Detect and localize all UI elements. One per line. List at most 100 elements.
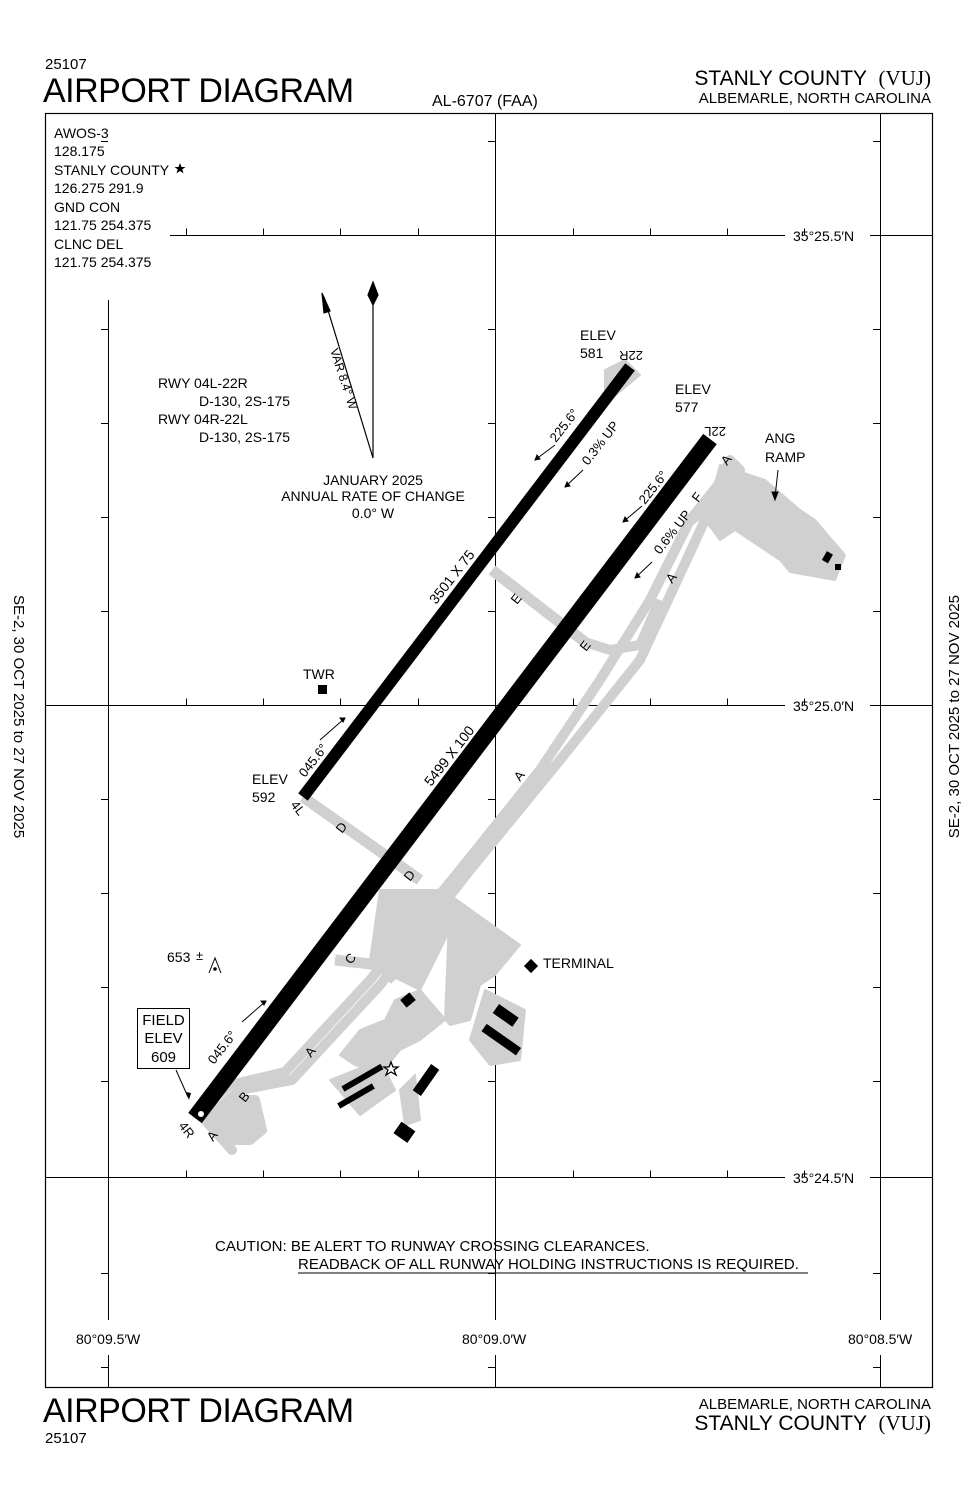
ang-ramp-label-1: ANG [765,430,795,446]
airport-name-header: STANLY COUNTY (VUJ) [694,66,931,91]
arrow-045-4l [319,717,346,741]
grid [45,113,932,1387]
true-north-arrow-icon [367,280,379,307]
hangar [393,1121,416,1143]
taxiway-e-connector [583,597,665,655]
rwy-strength-value-1: D-130, 2S-175 [199,393,290,409]
runway-04r-22l [188,433,717,1124]
frequency-line: 121.75 254.375 [54,254,152,270]
chart-title: AIRPORT DIAGRAM [43,72,354,110]
magnetic-north-arrow-icon [321,292,331,314]
lon-label-08-5: 80°08.5′W [848,1331,913,1347]
hangar [341,1063,384,1092]
magnetic-variation-arrows [321,280,379,459]
rwy-22r-elev: 581 [580,345,604,361]
frequency-line: 128.175 [54,143,105,159]
caution-line-1: CAUTION: BE ALERT TO RUNWAY CROSSING CLE… [215,1238,650,1255]
obstacle-icon [208,956,222,974]
procedure-number: 25107 [45,56,87,73]
frequency-line: CLNC DEL [54,236,123,252]
rwy-22r-elev-label: ELEV [580,327,616,343]
variation-epoch: JANUARY 2025 [323,472,423,488]
frequency-line: 126.275 291.9 [54,180,144,196]
field-elev-label-1: FIELD [142,1012,185,1029]
arrow-head [564,480,571,488]
terminal-label: TERMINAL [543,955,614,971]
taxiway-c [334,954,399,984]
obstacle-height: 653 [167,949,191,965]
ctaf-star-icon [174,163,186,174]
hangar [481,1023,522,1056]
grid-ticks [101,141,880,1368]
rwy-strength-rwy-1: RWY 04L-22R [158,375,248,391]
airport-name: STANLY COUNTY [694,1412,867,1435]
ang-ramp [704,464,846,581]
rwy-strength-rwy-2: RWY 04R-22L [158,411,248,427]
frequency-line: AWOS-3 [54,125,109,141]
ang-ramp-label-2: RAMP [765,449,805,465]
tower-label: TWR [303,666,335,682]
lat-label-25-0: 35°25.0′N [793,698,854,714]
field-elev-box [137,1008,190,1069]
rwy-22l-end-label: 22L [704,424,726,439]
arrow-head [634,571,641,579]
runways [188,363,717,1124]
runway-end-marker [198,1111,204,1117]
field-elev-label-2: ELEV [144,1030,182,1047]
arrow-head [534,453,541,461]
arrow-head [622,515,629,523]
tower-building [318,685,327,694]
lon-label-09-5: 80°09.5′W [76,1331,141,1347]
variation-label: VAR 8.4° W [327,347,360,412]
rwy-4l-elev-label: ELEV [252,771,288,787]
field-elev-arrowhead [186,1092,191,1100]
airport-id: (VUJ) [878,1411,932,1435]
terminal-building [523,958,539,974]
frequency-line: GND CON [54,199,120,215]
terminal-apron [339,894,521,1076]
field-elev-value: 609 [151,1049,176,1066]
taxiway-a [195,455,745,1155]
frequency-line: STANLY COUNTY [54,162,170,178]
taxiway-to-hangar [399,1074,421,1126]
rwy-22r-end-label: 22R [619,348,643,363]
frequency-line: 121.75 254.375 [54,217,152,233]
hangar-apron-west [329,1059,396,1116]
caution-line-2: READBACK OF ALL RUNWAY HOLDING INSTRUCTI… [298,1256,799,1273]
runway-04l-22r [298,363,635,801]
building [400,992,416,1008]
lon-label-09-0: 80°09.0′W [462,1331,527,1347]
airport-id: (VUJ) [878,66,932,90]
frequency-list: AWOS-3 128.175 STANLY COUNTY 126.275 291… [54,125,186,270]
variation-rate: 0.0° W [352,505,395,521]
airport-name-footer: STANLY COUNTY (VUJ) [694,1411,931,1436]
arrow-045-4r [241,1000,267,1023]
variation-rate-label: ANNUAL RATE OF CHANGE [281,488,465,504]
taxiways [195,359,846,1155]
rwy-4r-end-label: 4R [176,1119,198,1141]
beacon-icon [382,1060,400,1077]
airport-city-footer: ALBEMARLE, NORTH CAROLINA [698,1396,931,1413]
airport-city: ALBEMARLE, NORTH CAROLINA [698,90,931,107]
chart-title-footer: AIRPORT DIAGRAM [43,1392,354,1430]
buildings [318,551,841,1143]
hangar [412,1064,440,1096]
obstacle-suffix: ± [196,948,203,963]
lat-label-24-5: 35°24.5′N [793,1170,854,1186]
ang-building [835,564,841,570]
direction-arrows [241,444,779,1023]
arrow-head [771,491,779,502]
arrow-head [260,1000,267,1006]
magnetic-north-line [323,296,374,459]
arrow-head [339,717,346,723]
rwy-22l-elev-label: ELEV [675,381,711,397]
hangar [337,1083,375,1109]
diagram-frame [44,112,934,1389]
airport-name: STANLY COUNTY [694,67,867,90]
lat-label-25-5: 35°25.5′N [793,228,854,244]
taxiway-b [205,1095,267,1145]
effective-dates-left: SE-2, 30 OCT 2025 to 27 NOV 2025 [10,595,27,839]
ang-building [821,551,833,564]
rwy-strength-value-2: D-130, 2S-175 [199,429,290,445]
